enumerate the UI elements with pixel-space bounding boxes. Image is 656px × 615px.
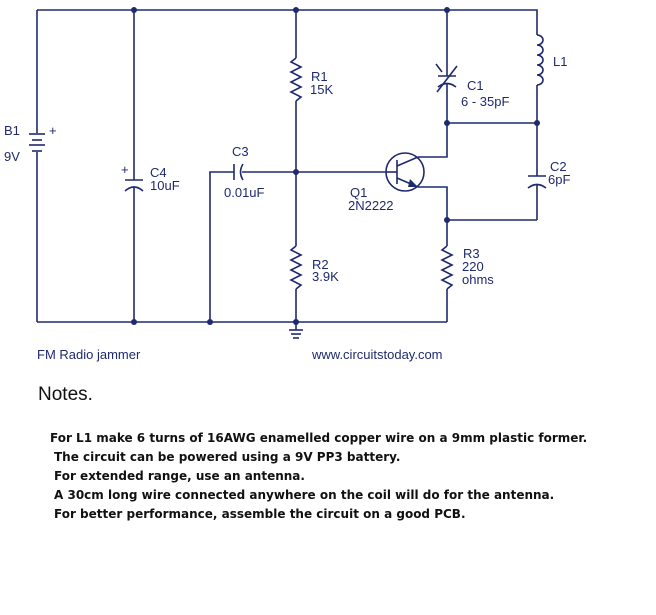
c2-ref-label: C2 [550, 159, 567, 174]
r1-value-label: 15K [310, 82, 333, 97]
r3-value-line1-label: 220 [462, 259, 484, 274]
c1-variable-capacitor-symbol [435, 63, 458, 93]
note-item: For L1 make 6 turns of 16AWG enamelled c… [50, 431, 588, 445]
c3-value-label: 0.01uF [224, 185, 265, 200]
c1-value-label: 6 - 35pF [461, 94, 509, 109]
emitter-wire [418, 186, 448, 246]
note-item: A 30cm long wire connected anywhere on t… [54, 488, 555, 502]
caption-label: FM Radio jammer [37, 347, 141, 362]
c4-ref-label: C4 [150, 165, 167, 180]
notes-list: For L1 make 6 turns of 16AWG enamelled c… [50, 429, 587, 524]
c4-capacitor-symbol: + [121, 162, 144, 192]
c3-wire-left [209, 171, 234, 322]
c3-capacitor-symbol [233, 163, 244, 181]
b1-polarity-label: + [49, 123, 57, 138]
r3-resistor-symbol [440, 245, 454, 290]
collector-wire [418, 123, 448, 158]
r1-ref-label: R1 [311, 69, 328, 84]
l1-ref-label: L1 [553, 54, 567, 69]
q1-value-label: 2N2222 [348, 198, 394, 213]
l1-inductor-symbol [536, 34, 544, 86]
q1-ref-label: Q1 [350, 185, 367, 200]
website-label: www.circuitstoday.com [311, 347, 443, 362]
note-item: The circuit can be powered using a 9V PP… [54, 450, 401, 464]
q1-transistor-symbol [385, 152, 425, 192]
c3-ref-label: C3 [232, 144, 249, 159]
notes-title: Notes. [38, 384, 93, 405]
r3-value-line2-label: ohms [462, 272, 494, 287]
r2-value-label: 3.9K [312, 269, 339, 284]
r2-ref-label: R2 [312, 257, 329, 272]
r3-ref-label: R3 [463, 246, 480, 261]
c2-value-label: 6pF [548, 172, 570, 187]
r2-resistor-symbol [289, 245, 303, 290]
c4-value-label: 10uF [150, 178, 180, 193]
note-item: For extended range, use an antenna. [54, 469, 305, 483]
c2-capacitor-symbol [527, 175, 547, 189]
battery-symbol [29, 133, 45, 152]
r1-resistor-symbol [289, 57, 303, 102]
c1-ref-label: C1 [467, 78, 484, 93]
junction-dots [131, 7, 540, 325]
top-rail-wire [37, 9, 538, 35]
b1-ref-label: B1 [4, 123, 20, 138]
note-item: For better performance, assemble the cir… [54, 507, 466, 521]
b1-value-label: 9V [4, 149, 20, 164]
svg-text:+: + [121, 162, 129, 177]
